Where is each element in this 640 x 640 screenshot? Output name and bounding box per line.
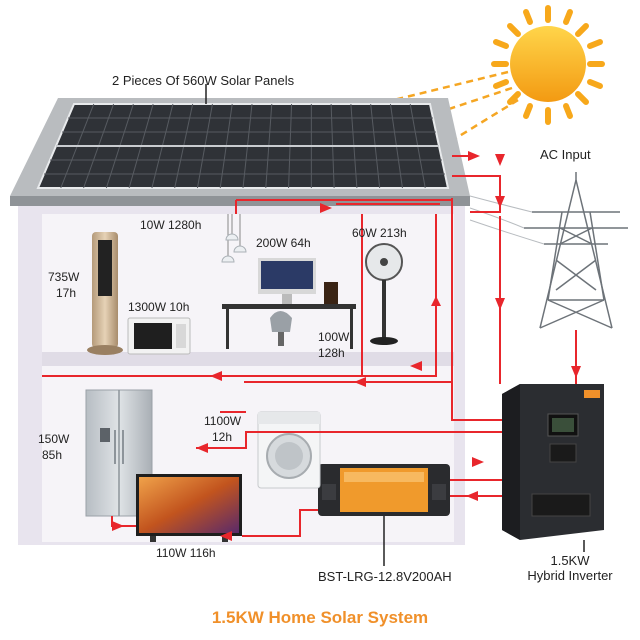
tv-load-label: 110W 116h: [156, 546, 216, 560]
battery-icon: [318, 464, 450, 516]
washer-watt-label: 1100W: [204, 414, 242, 428]
wiring: [42, 175, 577, 537]
ac-input-label: AC Input: [540, 147, 591, 162]
sun-icon: [491, 5, 605, 125]
computer-desk-icon: [222, 258, 356, 349]
diagram-title: 1.5KW Home Solar System: [211, 608, 429, 627]
washer-hours-label: 12h: [212, 430, 233, 444]
transmission-tower-icon: [524, 172, 628, 329]
speaker-hours-label: 128h: [318, 346, 345, 360]
tower-fan-hours-label: 17h: [56, 286, 77, 300]
battery-label: BST-LRG-12.8V200AH: [318, 569, 452, 584]
washing-machine-icon: [257, 411, 321, 489]
tv-icon: [136, 474, 242, 542]
fridge-watt-label: 150W: [38, 432, 70, 446]
microwave-icon: [127, 317, 191, 355]
computer-load-label: 200W 64h: [256, 236, 311, 250]
tower-fan-icon: [87, 232, 123, 355]
power-lines: [469, 195, 545, 245]
lights-load-label: 10W 1280h: [140, 218, 202, 232]
tower-fan-watt-label: 735W: [48, 270, 80, 284]
inverter-label-line1: 1.5KW: [550, 553, 590, 568]
solar-panels-label: 2 Pieces Of 560W Solar Panels: [112, 73, 295, 88]
fridge-hours-label: 85h: [42, 448, 63, 462]
ceiling-lights-icon: [221, 214, 247, 263]
microwave-load-label: 1300W 10h: [128, 300, 190, 314]
solar-panels: [36, 103, 450, 189]
pedestal-fan-icon: [365, 243, 403, 345]
hybrid-inverter-icon: [502, 384, 604, 540]
flow-arrows: [112, 151, 581, 541]
speaker-watt-label: 100W: [318, 330, 350, 344]
inverter-label-line2: Hybrid Inverter: [527, 568, 613, 583]
fan-load-label: 60W 213h: [352, 226, 407, 240]
